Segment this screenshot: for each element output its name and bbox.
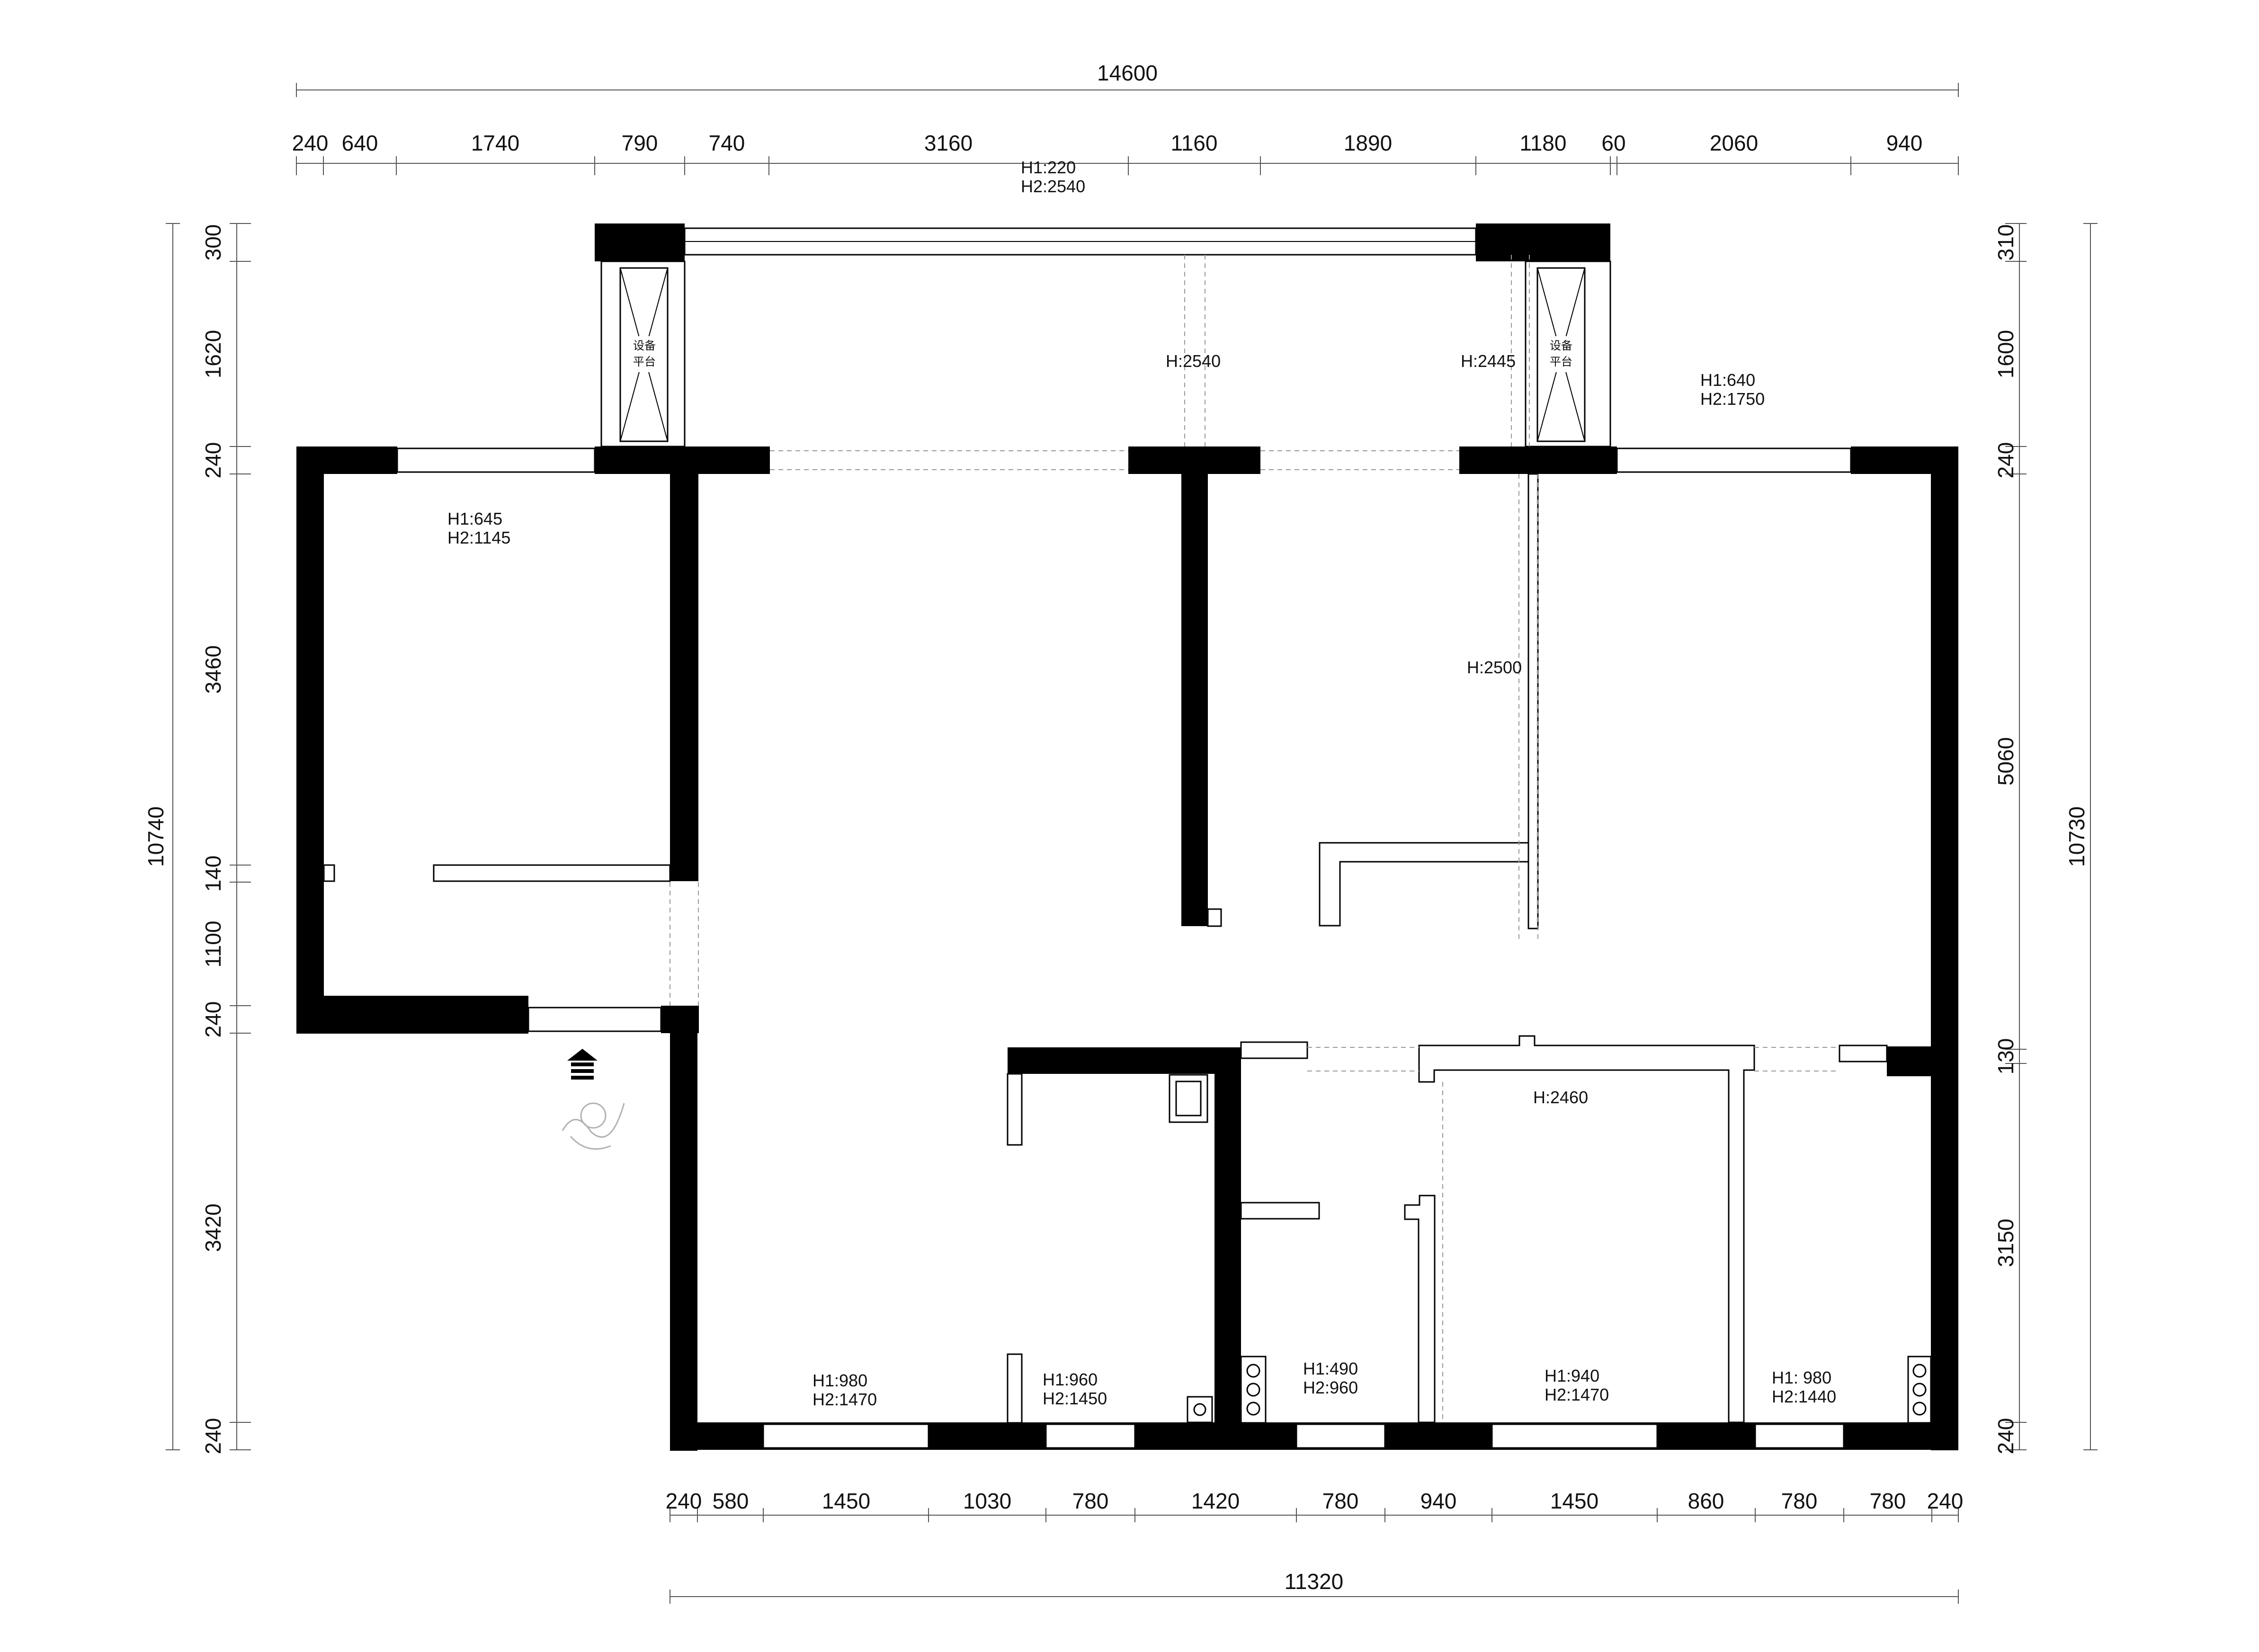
right-dim-7: 240 [1993, 1418, 2018, 1455]
s2-window-h1: H1:960 [1043, 1370, 1098, 1389]
left-dim-9: 240 [201, 1418, 225, 1455]
top-dim-6: 3160 [924, 131, 973, 155]
right-dim-3: 240 [1993, 442, 2018, 479]
ne-window-h1: H1:640 [1700, 370, 1755, 390]
s5-window-h1: H1: 980 [1772, 1368, 1831, 1387]
left-dim-4: 3460 [201, 645, 225, 694]
bottom-dim-5: 780 [1072, 1489, 1109, 1513]
equip-right-label-1: 设备 [1550, 339, 1572, 352]
bottom-dim-4: 1030 [963, 1489, 1011, 1513]
beam-right-height: H:2445 [1461, 351, 1516, 371]
bottom-dim-12: 780 [1870, 1489, 1906, 1513]
top-window-h2: H2:2540 [1021, 177, 1085, 196]
left-dim-2: 1620 [201, 330, 225, 378]
bottom-dim-9: 1450 [1550, 1489, 1598, 1513]
top-dim-2: 640 [342, 131, 378, 155]
beam-south-height: H:2460 [1533, 1088, 1588, 1107]
left-dim-7: 240 [201, 1001, 225, 1038]
bottom-dim-10: 860 [1688, 1489, 1724, 1513]
nw-window-h2: H2:1145 [447, 528, 510, 547]
right-dim-1: 310 [1993, 224, 2018, 261]
top-dimension-chain: 14600 240 640 1740 790 740 3160 1160 189… [292, 61, 1959, 175]
bottom-dim-1: 240 [666, 1489, 702, 1513]
bottom-dim-3: 1450 [822, 1489, 870, 1513]
equip-right-label-2: 平台 [1550, 355, 1572, 368]
left-dim-3: 240 [201, 442, 225, 479]
beam-lines [670, 255, 1839, 1422]
s3-window-h1: H1:490 [1303, 1359, 1358, 1378]
ne-window-h2: H2:1750 [1700, 389, 1765, 409]
s5-window-h2: H2:1440 [1772, 1387, 1836, 1406]
s1-window-h1: H1:980 [813, 1371, 867, 1390]
left-dim-6: 1100 [201, 921, 225, 968]
thin-partitions [323, 473, 1932, 1424]
top-dim-10: 60 [1601, 131, 1625, 155]
bottom-dim-2: 580 [713, 1489, 749, 1513]
beam-mid-height: H:2540 [1166, 351, 1221, 371]
right-total-dimension: 10730 [2064, 806, 2089, 867]
left-dim-5: 140 [201, 856, 225, 892]
s2-window-h2: H2:1450 [1043, 1389, 1107, 1408]
top-dim-1: 240 [292, 131, 329, 155]
mascot-watermark-icon [562, 1102, 625, 1150]
top-dim-9: 1180 [1520, 131, 1567, 155]
top-dim-12: 940 [1886, 131, 1923, 155]
equipment-platform-right: 设备 平台 [1525, 260, 1611, 447]
right-dim-4: 5060 [1993, 737, 2018, 786]
top-dim-8: 1890 [1344, 131, 1392, 155]
bottom-total-dimension: 11320 [1285, 1569, 1344, 1594]
entrance-arrow-icon [567, 1049, 598, 1080]
left-dim-1: 300 [201, 224, 225, 261]
left-total-dimension: 10740 [143, 806, 168, 867]
s3-window-h2: H2:960 [1303, 1378, 1358, 1397]
bottom-dim-7: 780 [1322, 1489, 1359, 1513]
windows [396, 447, 1852, 1449]
right-dim-5: 130 [1993, 1038, 2018, 1075]
top-dim-11: 2060 [1710, 131, 1758, 155]
right-dimension-chain: 310 1600 240 5060 130 3150 240 10730 [1993, 223, 2098, 1454]
right-dim-2: 1600 [1993, 330, 2018, 378]
top-window-h1: H1:220 [1021, 158, 1076, 177]
right-dim-6: 3150 [1993, 1219, 2018, 1267]
s4-window-h2: H2:1470 [1545, 1385, 1609, 1404]
bottom-dim-11: 780 [1781, 1489, 1818, 1513]
top-dim-7: 1160 [1171, 131, 1218, 155]
s4-window-h1: H1:940 [1545, 1366, 1599, 1385]
s1-window-h2: H2:1470 [813, 1390, 877, 1409]
top-dim-3: 1740 [471, 131, 519, 155]
top-dim-4: 790 [622, 131, 658, 155]
height-notes: H1:220 H2:2540 H:2540 H:2445 H1:640 H2:1… [447, 158, 1836, 1409]
bottom-dim-8: 940 [1420, 1489, 1457, 1513]
bottom-dim-13: 240 [1927, 1489, 1964, 1513]
equip-left-label-2: 平台 [633, 355, 656, 368]
left-dimension-chain: 10740 300 1620 240 3460 140 1100 240 342… [143, 223, 251, 1454]
equip-left-label-1: 设备 [633, 339, 656, 352]
top-total-dimension: 14600 [1097, 61, 1158, 85]
nw-window-h1: H1:645 [447, 509, 502, 528]
beam-vertical-height: H:2500 [1467, 658, 1522, 677]
bottom-dim-6: 1420 [1191, 1489, 1240, 1513]
equipment-platform-left: 设备 平台 [600, 260, 686, 447]
top-dim-5: 740 [709, 131, 745, 155]
bottom-dimension-chain: 240 580 1450 1030 780 1420 780 940 1450 … [666, 1489, 1964, 1604]
left-dim-8: 3420 [201, 1204, 225, 1252]
